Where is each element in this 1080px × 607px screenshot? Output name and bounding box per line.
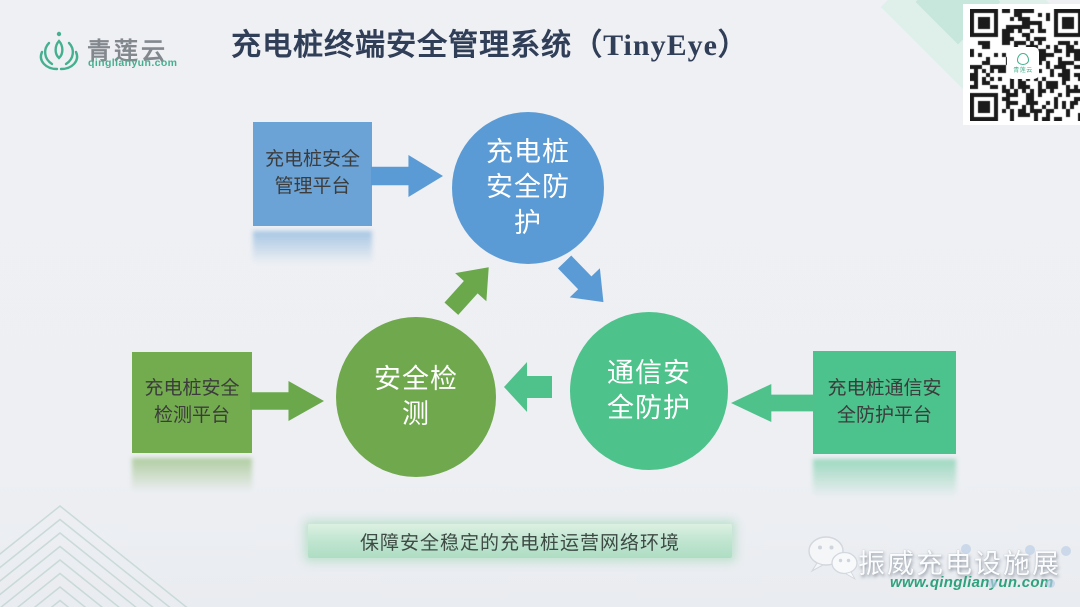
node-charging-pile-security-protection: 充电桩 安全防 护 bbox=[452, 112, 604, 264]
arrow-protection-to-comm bbox=[549, 247, 618, 316]
reflection-management-platform bbox=[253, 231, 372, 263]
wechat-icon bbox=[808, 536, 858, 581]
node-comm-security-protection-platform: 充电桩通信安 全防护平台 bbox=[813, 351, 956, 454]
deco-dot bbox=[988, 579, 997, 588]
deco-dot bbox=[1025, 545, 1035, 555]
qr-center-label: 青莲云 bbox=[1013, 67, 1033, 74]
arrow-detect-platform-to-detection bbox=[250, 381, 324, 421]
node-communication-security-protection: 通信安 全防护 bbox=[570, 312, 728, 470]
arrow-comm-to-detection bbox=[504, 362, 552, 412]
node-security-detection-platform: 充电桩安全 检测平台 bbox=[132, 352, 252, 453]
reflection-comm-platform bbox=[813, 459, 956, 497]
watermark-expo-text: 振威充电设施展 bbox=[858, 549, 1061, 579]
qr-lotus-icon bbox=[1017, 52, 1029, 65]
logo-domain-text: qinglianyun.com bbox=[88, 57, 178, 69]
arrow-mgmt-to-protection bbox=[371, 155, 443, 197]
chevron-pattern-deco bbox=[0, 505, 188, 607]
deco-dot bbox=[1061, 546, 1071, 556]
qr-center-logo: 青莲云 bbox=[1007, 47, 1039, 79]
deco-dot bbox=[961, 544, 971, 554]
deco-dot bbox=[1046, 579, 1055, 588]
logo-brand-text: 青莲云 bbox=[87, 38, 168, 65]
arrow-detection-to-protection bbox=[436, 253, 505, 323]
arrow-comm-platform-to-comm bbox=[731, 384, 815, 422]
node-security-detection: 安全检 测 bbox=[336, 317, 496, 477]
qr-code: 青莲云 bbox=[963, 4, 1080, 125]
node-security-management-platform: 充电桩安全 管理平台 bbox=[253, 122, 372, 226]
qinglianyun-lotus-logo-icon bbox=[39, 31, 79, 71]
bottom-banner: 保障安全稳定的充电桩运营网络环境 bbox=[308, 524, 732, 558]
reflection-detection-platform bbox=[132, 458, 252, 492]
page-title: 充电桩终端安全管理系统（TinyEye） bbox=[231, 29, 749, 62]
website-url: www.qinglianyun.com bbox=[890, 574, 1054, 591]
